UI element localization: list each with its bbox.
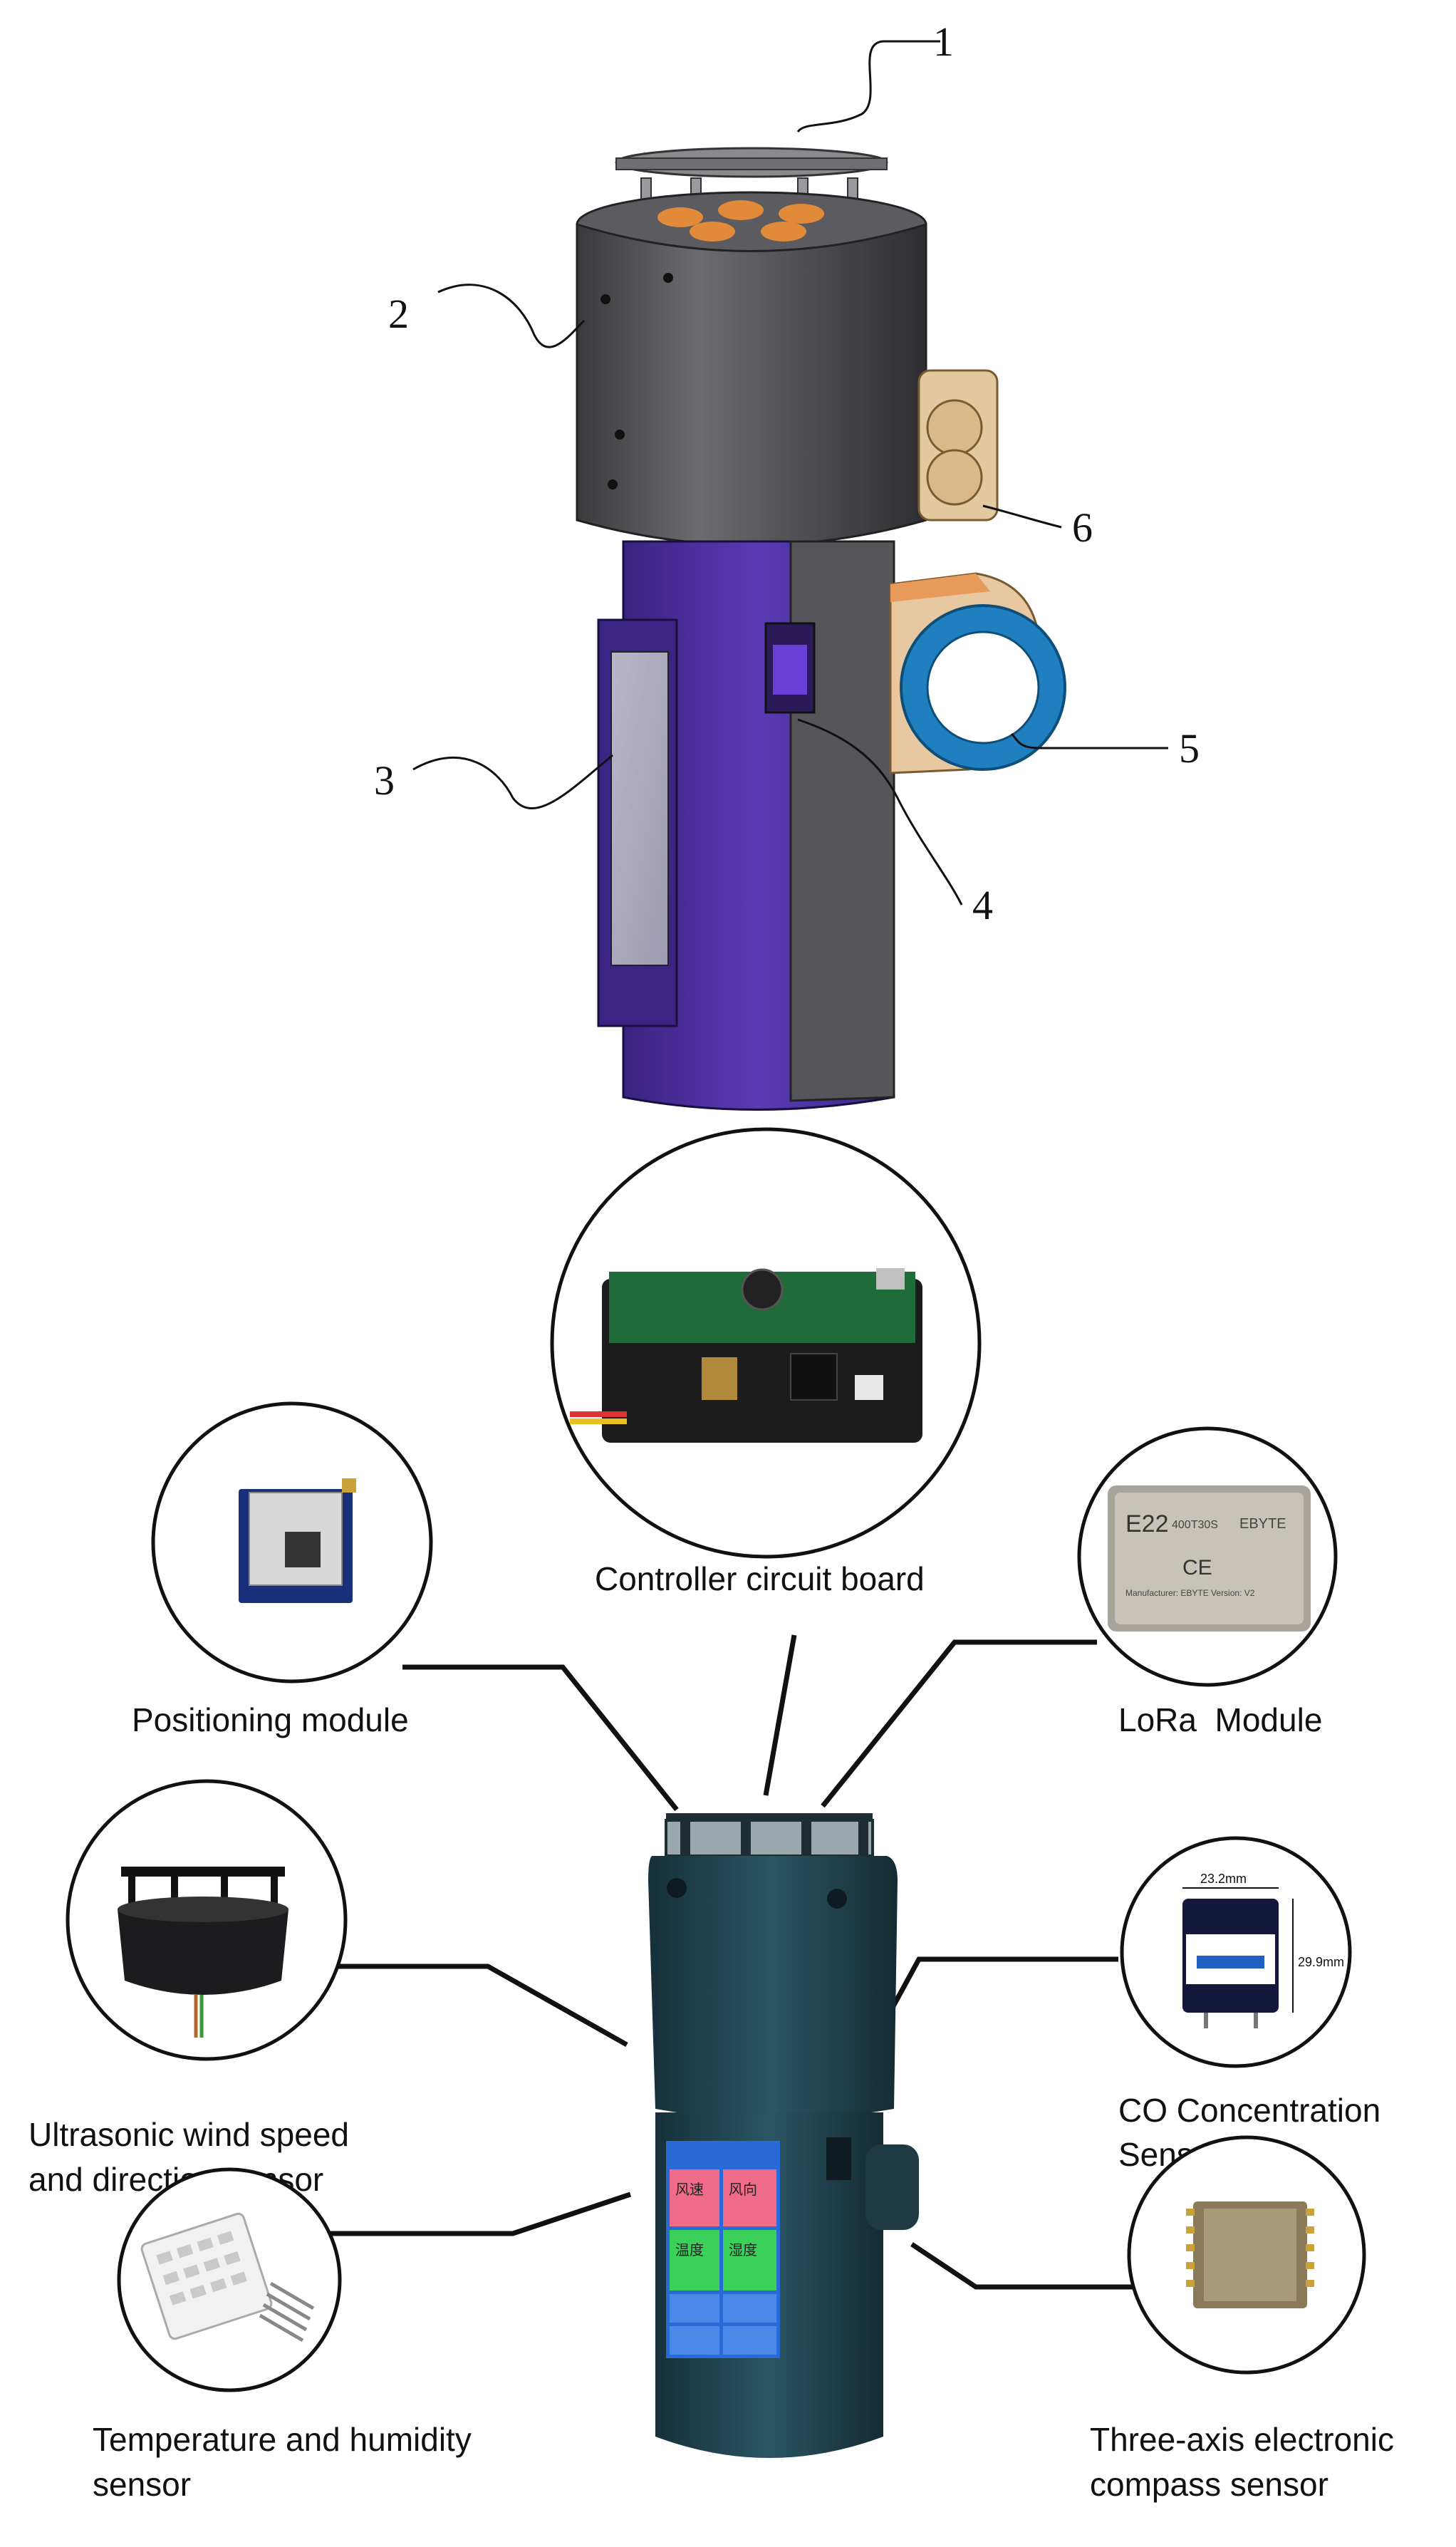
label-compass-line1: Three-axis electronic [1090, 2421, 1394, 2458]
antenna-ring-mount [889, 572, 1066, 774]
callout-3: 3 [374, 757, 395, 804]
lora-chip-model: E22 [1125, 1510, 1169, 1537]
lora-ce: CE [1182, 1556, 1212, 1579]
label-positioning-module: Positioning module [132, 1701, 409, 1738]
ultrasonic-sensor-node [66, 1779, 348, 2061]
leader-lines [412, 40, 1168, 906]
label-compass-line2: compass sensor [1090, 2466, 1328, 2503]
label-lora-module: LoRa Module [1118, 1701, 1322, 1738]
controller-board-node [550, 1127, 982, 1559]
callout-6: 6 [1072, 504, 1093, 551]
label-temp-line1: Temperature and humidity [93, 2421, 472, 2458]
callout-2: 2 [388, 291, 409, 337]
callout-1: 1 [933, 19, 954, 65]
co-width-label: 23.2mm [1200, 1872, 1247, 1886]
wind-sensor-housing [576, 222, 927, 546]
lora-mfr: Manufacturer: EBYTE Version: V2 [1125, 1588, 1255, 1598]
co-sensor-node: 23.2mm 29.9mm [1120, 1836, 1352, 2068]
screen-cell-2: 风向 [729, 2182, 757, 2198]
display-screen [610, 651, 669, 966]
side-bracket [917, 369, 999, 522]
label-controller-board: Controller circuit board [595, 1560, 925, 1597]
screen-cell-1: 风速 [675, 2182, 704, 2198]
label-co-line1: CO Concentration [1118, 2092, 1380, 2129]
screen-cell-4: 湿度 [729, 2242, 757, 2258]
lora-module-node: E22 400T30S EBYTE CE Manufacturer: EBYTE… [1077, 1426, 1338, 1687]
callout-5: 5 [1179, 725, 1200, 772]
callout-4: 4 [972, 882, 993, 928]
compass-sensor-node [1127, 2135, 1366, 2375]
device-3d-model: 1 2 3 4 5 6 [374, 19, 1200, 1111]
screen-cell-3: 温度 [675, 2242, 704, 2258]
positioning-module-node [151, 1401, 433, 1684]
temp-humidity-node [117, 2167, 342, 2392]
device-photo: 风速 风向 温度 湿度 [648, 1813, 919, 2458]
lora-brand: EBYTE [1239, 1516, 1286, 1532]
label-ultrasonic-line1: Ultrasonic wind speed [28, 2116, 349, 2153]
co-height-label: 29.9mm [1298, 1955, 1344, 1969]
lora-chip-id: 400T30S [1172, 1519, 1218, 1531]
connector-lines [285, 1634, 1165, 2290]
label-temp-line2: sensor [93, 2466, 191, 2503]
